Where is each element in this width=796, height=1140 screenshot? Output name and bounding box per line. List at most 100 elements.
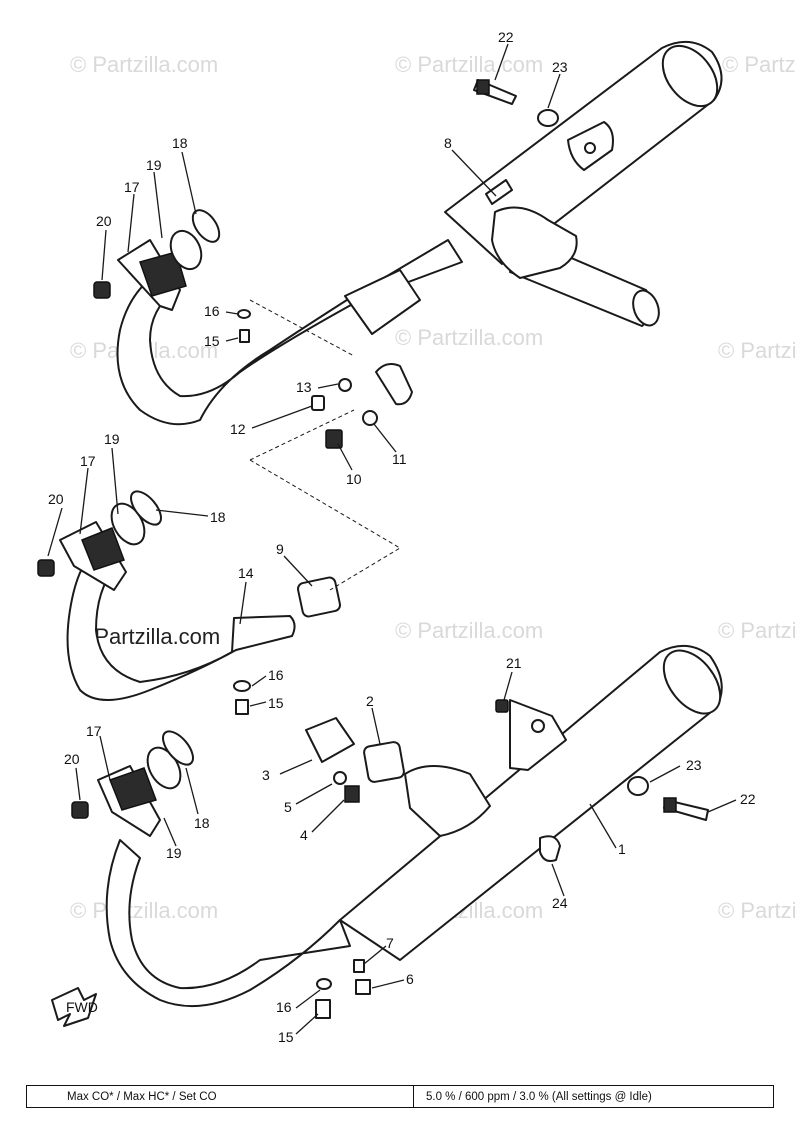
washer-7 [353, 959, 365, 973]
muffler-band [485, 179, 513, 205]
muffler-bracket-bottom [509, 699, 567, 771]
callout-18-mid: 18 [210, 509, 226, 525]
grommet-24 [539, 835, 561, 862]
callout-17-mid: 17 [80, 453, 96, 469]
callout-20-mid: 20 [48, 491, 64, 507]
callout-10: 10 [346, 471, 362, 487]
leader-lines [47, 43, 737, 1035]
nut-20-bottom [71, 801, 89, 819]
gasket-18-mid [130, 490, 162, 526]
callout-22: 22 [498, 29, 514, 45]
callout-16-mid: 16 [268, 667, 284, 683]
assembly-guides [249, 299, 401, 591]
pipe-joint [344, 269, 421, 335]
emissions-spec-table: Max CO* / Max HC* / Set CO 5.0 % / 600 p… [26, 1085, 774, 1108]
watermark: © Partzilla.com [718, 618, 796, 643]
bolt-4 [344, 785, 360, 803]
header-pipe-bottom [105, 839, 351, 1008]
muffler-end-bottom [662, 649, 722, 715]
spring-19-mid [81, 527, 125, 571]
watermark: © Partzilla.com [722, 52, 796, 77]
callout-24: 24 [552, 895, 568, 911]
washer-16-mid [233, 680, 251, 692]
spec-label: Max CO* / Max HC* / Set CO [27, 1086, 414, 1107]
fwd-label: FWD [66, 999, 98, 1015]
callout-16-bottom: 16 [276, 999, 292, 1015]
callout-22-bottom: 22 [740, 791, 756, 807]
callout-8: 8 [444, 135, 452, 151]
watermark: © Partzilla.com [395, 618, 543, 643]
watermark: © Partzilla.com [718, 338, 796, 363]
gasket-18-bottom [162, 730, 194, 766]
watermark: © Partzilla.com [718, 898, 796, 923]
bolt-10 [325, 429, 343, 449]
spring-19-top [139, 251, 187, 297]
bolt-22-bottom-head [663, 797, 677, 813]
callout-20: 20 [96, 213, 112, 229]
bolt-6 [355, 979, 371, 995]
washer-23-top [537, 109, 559, 127]
pipe-joint-bottom [404, 765, 491, 837]
bolt-15-bottom [315, 999, 331, 1019]
spec-value: 5.0 % / 600 ppm / 3.0 % (All settings @ … [426, 1090, 652, 1103]
callout-1: 1 [618, 841, 626, 857]
washer-16-bottom [316, 978, 332, 990]
bolt-12 [311, 395, 325, 411]
callout-19-mid: 19 [104, 431, 120, 447]
callout-15-mid: 15 [268, 695, 284, 711]
bracket-hole-bottom [531, 719, 545, 733]
washer-13 [338, 378, 352, 392]
callout-14: 14 [238, 565, 254, 581]
middle-exhaust-assembly [37, 299, 401, 715]
sleeve-9 [296, 576, 342, 618]
bolt-15-mid [235, 699, 249, 715]
callout-6: 6 [406, 971, 414, 987]
nut-20-top [93, 281, 111, 299]
watermark: © Partzilla.com [70, 52, 218, 77]
bottom-exhaust-assembly: FWD [51, 645, 723, 1027]
callout-15: 15 [204, 333, 220, 349]
nut-20-mid [37, 559, 55, 577]
fwd-arrow-icon [51, 987, 97, 1027]
callout-19-bottom: 19 [166, 845, 182, 861]
watermark: © Partzilla.com [395, 52, 543, 77]
callout-19: 19 [146, 157, 162, 173]
callout-18-bottom: 18 [194, 815, 210, 831]
callout-17: 17 [124, 179, 140, 195]
callout-23-bottom: 23 [686, 757, 702, 773]
callout-15-bottom: 15 [278, 1029, 294, 1045]
callout-3: 3 [262, 767, 270, 783]
clamp-3 [305, 717, 355, 763]
spring-19-bottom [109, 767, 157, 811]
nut-21 [495, 699, 509, 713]
washer-23-bottom [627, 776, 649, 796]
callout-4: 4 [300, 827, 308, 843]
washer-5 [333, 771, 347, 785]
top-exhaust-assembly [93, 41, 723, 449]
sleeve-2 [363, 741, 405, 783]
clamp-top [375, 363, 413, 406]
callout-20-bottom: 20 [64, 751, 80, 767]
callout-18: 18 [172, 135, 188, 151]
callout-21: 21 [506, 655, 522, 671]
callout-7: 7 [386, 935, 394, 951]
joint-sleeve-top [169, 229, 203, 271]
callout-13: 13 [296, 379, 312, 395]
callout-23: 23 [552, 59, 568, 75]
crossover-end [632, 289, 660, 327]
bolt-22-head [476, 79, 490, 95]
muffler-end [661, 44, 719, 108]
washer-11 [362, 410, 378, 426]
callout-9: 9 [276, 541, 284, 557]
watermark: © Partzilla.com [70, 898, 218, 923]
bracket-hole [584, 142, 596, 154]
callout-2: 2 [366, 693, 374, 709]
bolt-15-top [239, 329, 250, 343]
callout-17-bottom: 17 [86, 723, 102, 739]
callout-16: 16 [204, 303, 220, 319]
collector [491, 206, 578, 279]
washer-16-top [237, 309, 251, 319]
callout-5: 5 [284, 799, 292, 815]
callouts: 22 23 8 18 19 17 20 16 15 13 12 10 11 9 … [48, 29, 756, 1045]
